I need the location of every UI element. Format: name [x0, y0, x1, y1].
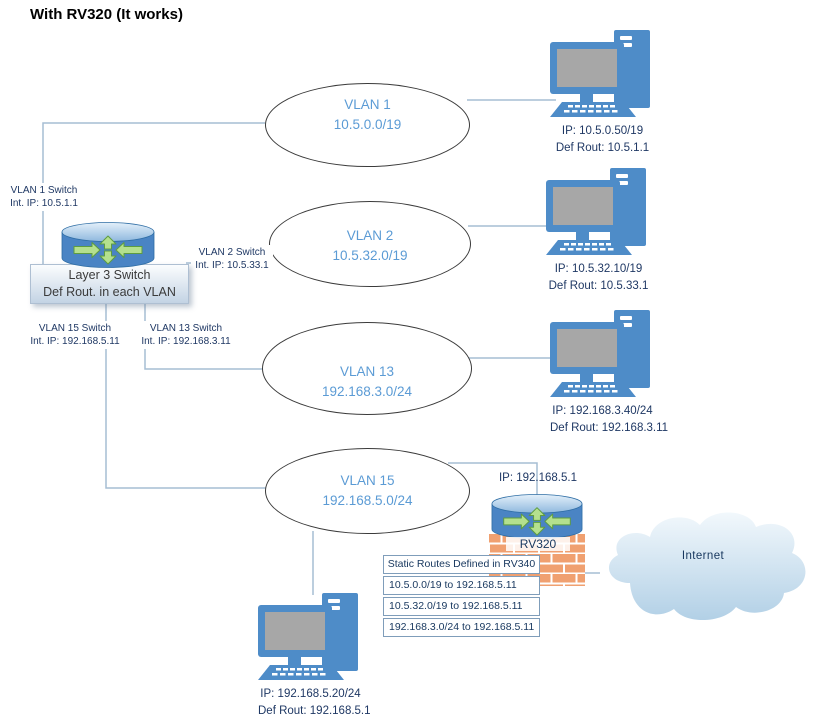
- static-routes-header: Static Routes Defined in RV340: [383, 555, 540, 574]
- static-routes-table: Static Routes Defined in RV340 10.5.0.0/…: [383, 555, 540, 639]
- desktop-computer-icon: [550, 30, 655, 118]
- vlan2-port-ip: Int. IP: 10.5.33.1: [195, 260, 269, 271]
- vlan2-text: VLAN 2 10.5.32.0/19: [332, 226, 407, 266]
- vlan15-port-ip: Int. IP: 192.168.5.11: [30, 336, 120, 347]
- vlan1-port-name: VLAN 1 Switch: [10, 185, 78, 196]
- diagram-title: With RV320 (It works): [30, 6, 183, 23]
- desktop-computer-icon: [258, 593, 363, 681]
- switch-label-line2: Def Rout. in each VLAN: [43, 285, 176, 299]
- vlan15-ellipse: VLAN 15 192.168.5.0/24: [265, 448, 470, 534]
- vlan13-ellipse: VLAN 13 192.168.3.0/24: [262, 322, 472, 415]
- vlan13-port-ip: Int. IP: 192.168.3.11: [141, 336, 231, 347]
- internet-label: Internet: [681, 550, 725, 562]
- computer-vlan15-defrout: Def Rout: 192.168.5.1: [258, 704, 371, 717]
- vlan2-port-label: VLAN 2 Switch Int. IP: 10.5.33.1: [191, 245, 273, 273]
- desktop-computer-icon: [546, 168, 651, 256]
- computer-vlan2: IP: 10.5.32.10/19 Def Rout: 10.5.33.1: [546, 168, 651, 294]
- vlan13-port-label: VLAN 13 Switch Int. IP: 192.168.3.11: [132, 321, 240, 349]
- internet-cloud-icon: [608, 512, 806, 621]
- connector-vlan15-router: [448, 462, 538, 498]
- router-cylinder-icon: [491, 493, 583, 540]
- vlan1-port-ip: Int. IP: 10.5.1.1: [10, 198, 78, 209]
- vlan15-subnet: 192.168.5.0/24: [322, 493, 413, 508]
- layer3-switch-cylinder-icon: [60, 221, 156, 269]
- static-route-row: 192.168.3.0/24 to 192.168.5.11: [383, 618, 540, 637]
- computer-vlan1-ip: IP: 10.5.0.50/19: [561, 125, 644, 137]
- computer-vlan13-defrout: Def Rout: 192.168.3.11: [550, 421, 669, 434]
- router-ip-label: IP: 192.168.5.1: [498, 472, 577, 484]
- vlan1-ellipse: VLAN 1 10.5.0.0/19: [265, 83, 470, 167]
- vlan13-text: VLAN 13 192.168.3.0/24: [322, 362, 412, 402]
- static-route-row: 10.5.32.0/19 to 192.168.5.11: [383, 597, 540, 616]
- static-route-row: 10.5.0.0/19 to 192.168.5.11: [383, 576, 540, 595]
- computer-vlan15: IP: 192.168.5.20/24 Def Rout: 192.168.5.…: [258, 593, 371, 719]
- vlan13-port-name: VLAN 13 Switch: [149, 323, 223, 334]
- connector-vlan1-switch: [42, 122, 265, 264]
- vlan1-port-label: VLAN 1 Switch Int. IP: 10.5.1.1: [2, 183, 86, 211]
- vlan2-subnet: 10.5.32.0/19: [332, 248, 408, 263]
- vlan15-port-label: VLAN 15 Switch Int. IP: 192.168.5.11: [24, 321, 126, 349]
- vlan13-name: VLAN 13: [339, 363, 395, 379]
- computer-vlan2-ip: IP: 10.5.32.10/19: [554, 263, 643, 275]
- switch-label-line1: Layer 3 Switch: [68, 268, 151, 282]
- vlan2-name: VLAN 2: [346, 228, 394, 243]
- computer-vlan13: IP: 192.168.3.40/24 Def Rout: 192.168.3.…: [550, 310, 669, 436]
- vlan15-text: VLAN 15 192.168.5.0/24: [322, 471, 412, 511]
- connector-vlan15-switch: [105, 302, 266, 489]
- layer3-switch-label-box: Layer 3 Switch Def Rout. in each VLAN: [30, 264, 189, 304]
- vlan1-text: VLAN 1 10.5.0.0/19: [334, 95, 402, 135]
- vlan13-subnet: 192.168.3.0/24: [321, 383, 413, 399]
- vlan1-subnet: 10.5.0.0/19: [333, 117, 402, 132]
- vlan15-name: VLAN 15: [340, 473, 395, 488]
- vlan1-name: VLAN 1: [344, 97, 391, 112]
- desktop-computer-icon: [550, 310, 655, 398]
- router-name-label: RV320: [506, 537, 570, 551]
- computer-vlan13-ip: IP: 192.168.3.40/24: [552, 405, 653, 417]
- computer-vlan2-defrout: Def Rout: 10.5.33.1: [548, 279, 649, 292]
- computer-vlan15-ip: IP: 192.168.5.20/24: [260, 688, 361, 700]
- vlan2-port-name: VLAN 2 Switch: [198, 247, 266, 258]
- vlan15-port-name: VLAN 15 Switch: [38, 323, 112, 334]
- vlan2-ellipse: VLAN 2 10.5.32.0/19: [269, 201, 471, 287]
- computer-vlan1-defrout: Def Rout: 10.5.1.1: [555, 141, 650, 154]
- computer-vlan1: IP: 10.5.0.50/19 Def Rout: 10.5.1.1: [550, 30, 655, 156]
